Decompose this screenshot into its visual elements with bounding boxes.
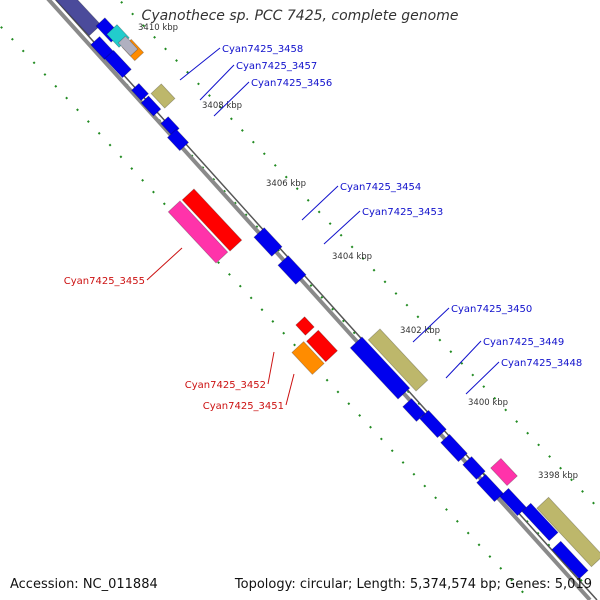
gene-label-forward-2: Cyan7425_3457 xyxy=(236,61,317,72)
gene-label-forward-7: Cyan7425_3449 xyxy=(483,337,564,348)
gene-block-7 xyxy=(104,49,132,79)
gene-label-forward-8: Cyan7425_3448 xyxy=(501,358,582,369)
gene-block-29 xyxy=(521,502,559,542)
leader-line-forward-7 xyxy=(445,340,482,379)
gene-block-15 xyxy=(253,227,283,257)
gene-block-25 xyxy=(462,456,486,480)
gene-block-14 xyxy=(167,200,229,264)
gene-block-21 xyxy=(349,336,411,400)
gene-block-9 xyxy=(150,83,176,109)
leader-line-reverse-1 xyxy=(146,247,183,281)
gene-label-reverse-3: Cyan7425_3451 xyxy=(203,401,284,412)
gene-block-8 xyxy=(131,82,149,102)
leader-line-forward-1 xyxy=(179,47,221,81)
tick-label-6: 3400 kbp xyxy=(468,398,508,408)
genome-summary: Topology: circular; Length: 5,374,574 bp… xyxy=(234,577,592,592)
tick-label-2: 3408 kbp xyxy=(202,101,242,111)
gene-label-reverse-1: Cyan7425_3455 xyxy=(64,276,145,287)
gene-block-1 xyxy=(54,0,102,37)
gene-block-24 xyxy=(440,433,468,463)
leader-line-reverse-3 xyxy=(285,373,295,406)
tick-label-5: 3402 kbp xyxy=(400,326,440,336)
gene-label-forward-5: Cyan7425_3453 xyxy=(362,207,443,218)
gene-block-22 xyxy=(402,398,426,422)
leader-line-forward-3 xyxy=(213,81,250,117)
leader-line-forward-2 xyxy=(199,64,235,101)
leader-line-forward-5 xyxy=(323,210,361,245)
accession-label: Accession: NC_011884 xyxy=(10,577,158,592)
gene-label-forward-6: Cyan7425_3450 xyxy=(451,304,532,315)
gene-label-forward-4: Cyan7425_3454 xyxy=(340,182,421,193)
tick-label-4: 3404 kbp xyxy=(332,252,372,262)
gene-block-31 xyxy=(551,540,589,580)
gene-block-10 xyxy=(140,95,162,117)
gene-block-17 xyxy=(295,316,315,336)
gene-label-reverse-2: Cyan7425_3452 xyxy=(185,380,266,391)
gene-block-13 xyxy=(181,188,243,252)
backbone-line xyxy=(46,0,592,600)
leader-line-forward-4 xyxy=(301,185,339,221)
gene-block-27 xyxy=(476,473,504,503)
leader-line-forward-8 xyxy=(465,361,500,395)
leader-line-forward-6 xyxy=(412,307,450,343)
gene-block-18 xyxy=(306,329,338,363)
gene-block-23 xyxy=(419,409,447,439)
gene-block-20 xyxy=(367,328,429,392)
gene-label-forward-3: Cyan7425_3456 xyxy=(251,78,332,89)
tick-label-3: 3406 kbp xyxy=(266,179,306,189)
gene-block-19 xyxy=(291,341,325,375)
gene-block-12 xyxy=(166,128,190,152)
leader-line-reverse-2 xyxy=(267,351,275,385)
gene-block-16 xyxy=(277,255,307,285)
gene-block-28 xyxy=(499,487,527,517)
gene-block-5 xyxy=(117,35,139,57)
tick-label-7: 3398 kbp xyxy=(538,471,578,481)
gene-block-30 xyxy=(536,496,600,568)
gene-block-26 xyxy=(490,457,518,487)
map-title: Cyanothece sp. PCC 7425, complete genome xyxy=(141,8,459,24)
tick-label-1: 3410 kbp xyxy=(138,23,178,33)
gene-label-forward-1: Cyan7425_3458 xyxy=(222,44,303,55)
